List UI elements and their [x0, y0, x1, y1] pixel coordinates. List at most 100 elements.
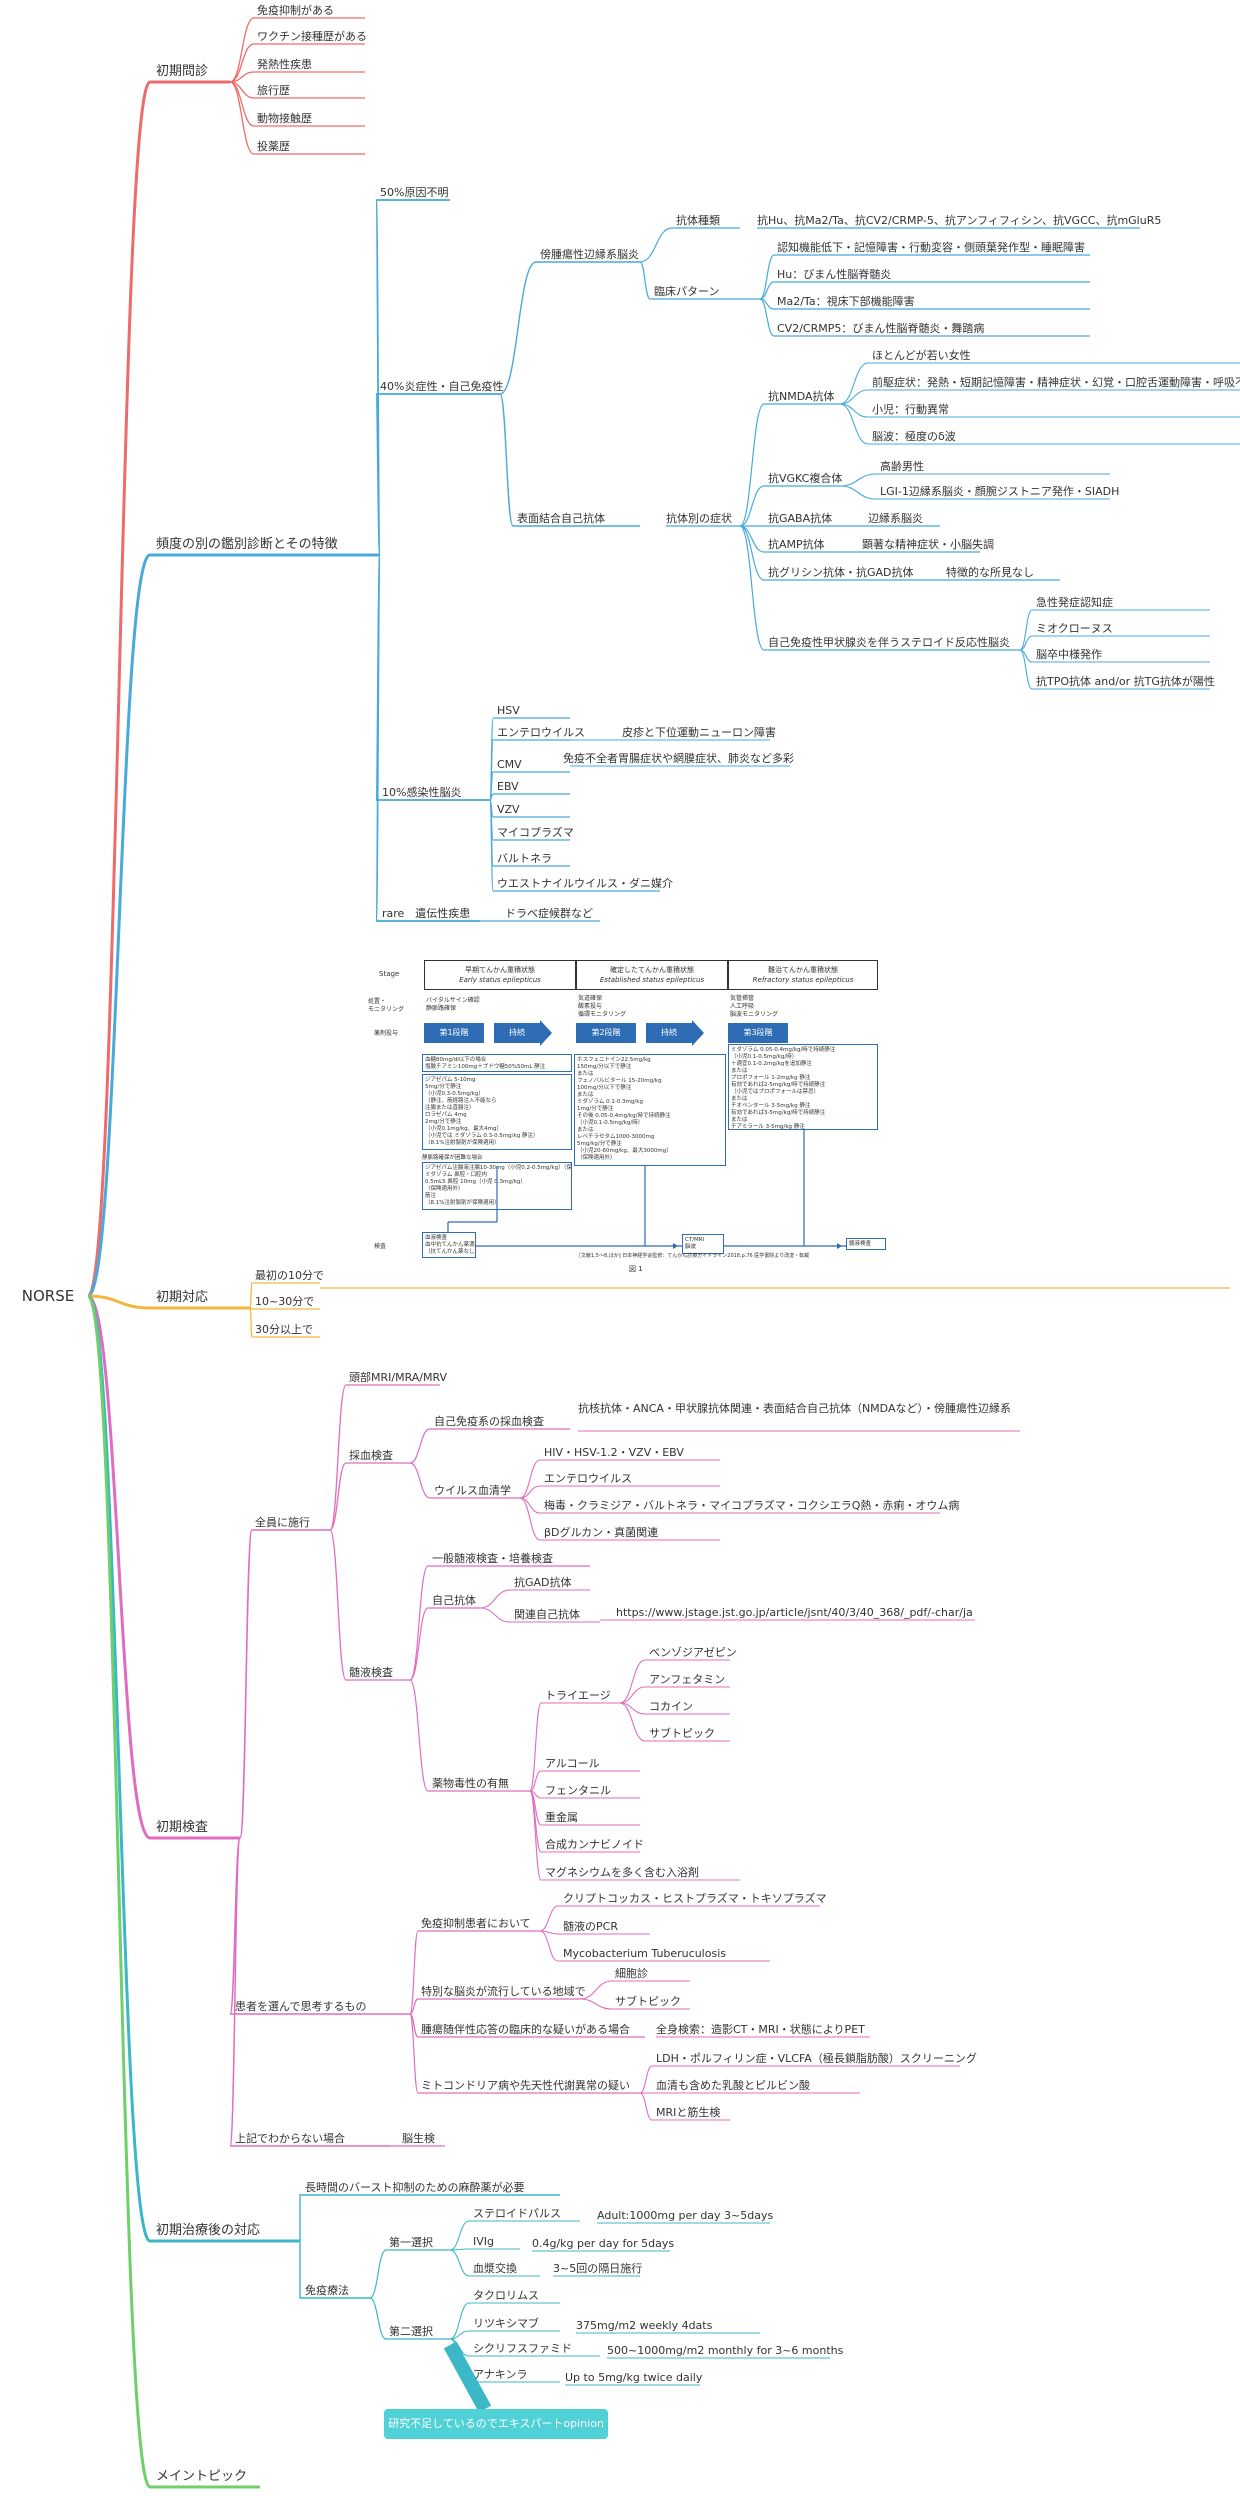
- node-40-inflammatory[interactable]: 40%炎症性・自己免疫性: [380, 380, 504, 393]
- node-related-antibody[interactable]: 関連自己抗体: [514, 1608, 580, 1621]
- virus-item[interactable]: HIV・HSV-1.2・VZV・EBV: [544, 1446, 684, 1459]
- vgkc-item[interactable]: 高齢男性: [880, 460, 924, 473]
- node-symptoms-by-antibody[interactable]: 抗体別の症状: [666, 512, 732, 525]
- triage-item[interactable]: アンフェタミン: [649, 1673, 726, 1686]
- history-item[interactable]: 投薬歴: [257, 140, 290, 153]
- first-line-drug[interactable]: 血漿交換: [473, 2262, 517, 2275]
- gaba-item[interactable]: 辺縁系脳炎: [868, 512, 923, 525]
- pattern-item[interactable]: Ma2/Ta：視床下部機能障害: [777, 295, 915, 308]
- related-url-link[interactable]: https://www.jstage.jst.go.jp/article/jsn…: [616, 1606, 973, 1619]
- second-line-drug[interactable]: アナキンラ: [473, 2368, 528, 2381]
- virus-item[interactable]: βDグルカン・真菌関連: [544, 1526, 659, 1539]
- pattern-item[interactable]: 認知機能低下・記憶障害・行動変容・側頭葉発作型・睡眠障害: [777, 241, 1085, 254]
- endemic-item[interactable]: 細胞診: [615, 1967, 648, 1980]
- vgkc-item[interactable]: LGI-1辺縁系脳炎・顔腕ジストニア発作・SIADH: [880, 485, 1120, 498]
- virus-item[interactable]: 梅毒・クラミジア・バルトネラ・マイコプラズマ・コクシエラQ熱・赤痢・オウム病: [544, 1499, 960, 1512]
- node-antibody-type[interactable]: 抗体種類: [676, 214, 720, 227]
- first-line-dose[interactable]: Adult:1000mg per day 3~5days: [597, 2209, 774, 2222]
- node-ampa[interactable]: 抗AMP抗体: [768, 538, 825, 551]
- node-clinical-pattern[interactable]: 臨床パターン: [654, 285, 720, 298]
- node-drug-toxicity[interactable]: 薬物毒性の有無: [432, 1777, 509, 1790]
- node-first-line[interactable]: 第一選択: [389, 2236, 433, 2249]
- second-line-drug[interactable]: リツキシマブ: [473, 2317, 539, 2330]
- biopsy-item[interactable]: 脳生検: [402, 2132, 435, 2145]
- infection-item[interactable]: ウエストナイルウイルス・ダニ媒介: [497, 877, 673, 890]
- immuno-item[interactable]: 髄液のPCR: [563, 1920, 618, 1933]
- autoimmune-blood-item[interactable]: 抗核抗体・ANCA・甲状腺抗体関連・表面結合自己抗体（NMDAなど）・傍腫瘍性辺…: [578, 1402, 1011, 1415]
- history-item[interactable]: 発熱性疾患: [257, 58, 312, 71]
- node-selected-patients[interactable]: 患者を選んで思考するもの: [235, 2000, 367, 2013]
- expert-opinion-badge[interactable]: 研究不足しているのでエキスパートopinion: [384, 2409, 608, 2439]
- infection-item[interactable]: EBV: [497, 780, 519, 793]
- node-50-unknown[interactable]: 50%原因不明: [380, 186, 449, 199]
- node-gaba[interactable]: 抗GABA抗体: [768, 512, 833, 525]
- response-item[interactable]: 10~30分で: [255, 1295, 315, 1308]
- triage-item[interactable]: コカイン: [649, 1700, 693, 1713]
- triage-item[interactable]: ベンゾジアゼピン: [649, 1646, 737, 1659]
- pattern-item[interactable]: Hu：びまん性脳脊髄炎: [777, 268, 892, 281]
- node-nmda[interactable]: 抗NMDA抗体: [768, 390, 835, 403]
- node-csf-autoantibody[interactable]: 自己抗体: [432, 1594, 476, 1607]
- virus-item[interactable]: エンテロウイルス: [544, 1472, 632, 1485]
- tox-item[interactable]: 重金属: [545, 1811, 578, 1824]
- node-virus-serology[interactable]: ウイルス血清学: [434, 1484, 511, 1497]
- paraneoplastic-item[interactable]: 全身検索：造影CT・MRI・状態によりPET: [656, 2023, 865, 2036]
- infection-item[interactable]: エンテロウイルス: [497, 726, 585, 739]
- glycine-item[interactable]: 特徴的な所見なし: [946, 566, 1034, 579]
- tox-item[interactable]: アルコール: [545, 1757, 600, 1770]
- second-line-dose[interactable]: 500~1000mg/m2 monthly for 3~6 months: [607, 2344, 844, 2357]
- first-line-drug[interactable]: ステロイドパルス: [473, 2207, 561, 2220]
- branch-initial-history[interactable]: 初期問診: [156, 64, 209, 79]
- endemic-item[interactable]: サブトピック: [615, 1995, 681, 2008]
- csf-general[interactable]: 一般髄液検査・培養検査: [432, 1552, 553, 1565]
- pattern-item[interactable]: CV2/CRMP5：びまん性脳脊髄炎・舞踏病: [777, 322, 985, 335]
- node-second-line[interactable]: 第二選択: [389, 2325, 433, 2338]
- node-mitochondrial[interactable]: ミトコンドリア病や先天性代謝異常の疑い: [421, 2079, 630, 2092]
- node-triage[interactable]: トライエージ: [545, 1689, 611, 1702]
- mito-item[interactable]: LDH・ポルフィリン症・VLCFA（極長鎖脂肪酸）スクリーニング: [656, 2052, 977, 2065]
- history-item[interactable]: 旅行歴: [257, 84, 290, 97]
- immuno-item[interactable]: Mycobacterium Tuberuculosis: [563, 1947, 726, 1960]
- node-if-unknown[interactable]: 上記でわからない場合: [235, 2132, 345, 2145]
- infection-item[interactable]: バルトネラ: [497, 852, 552, 865]
- ampa-item[interactable]: 顕著な精神症状・小脳失調: [862, 538, 994, 551]
- node-paraneoplastic[interactable]: 傍腫瘍性辺縁系脳炎: [540, 248, 639, 261]
- node-autoimmune-blood[interactable]: 自己免疫系の採血検査: [434, 1415, 544, 1428]
- steroid-item[interactable]: ミオクローヌス: [1036, 622, 1113, 635]
- mito-item[interactable]: 血清も含めた乳酸とピルビン酸: [656, 2079, 810, 2092]
- node-glycine[interactable]: 抗グリシン抗体・抗GAD抗体: [768, 566, 914, 579]
- node-paraneoplastic-suspicion[interactable]: 腫瘍随伴性応答の臨床的な疑いがある場合: [421, 2023, 630, 2036]
- mito-item[interactable]: MRIと筋生検: [656, 2106, 721, 2119]
- steroid-item[interactable]: 急性発症認知症: [1036, 596, 1113, 609]
- nmda-item[interactable]: ほとんどが若い女性: [872, 349, 971, 362]
- nmda-item[interactable]: 小児：行動異常: [872, 403, 949, 416]
- nmda-item[interactable]: 脳波：極度のδ波: [872, 430, 956, 443]
- triage-item[interactable]: サブトピック: [649, 1727, 715, 1740]
- node-immunosuppressed[interactable]: 免疫抑制患者において: [421, 1917, 531, 1930]
- second-line-dose[interactable]: 375mg/m2 weekly 4dats: [576, 2319, 713, 2332]
- history-item[interactable]: 免疫抑制がある: [257, 4, 334, 17]
- node-csf[interactable]: 髄液検査: [349, 1666, 393, 1679]
- node-rare[interactable]: rare 遺伝性疾患: [382, 907, 471, 920]
- history-item[interactable]: ワクチン接種歴がある: [257, 30, 367, 43]
- node-vgkc[interactable]: 抗VGKC複合体: [768, 472, 843, 485]
- node-antibody-list[interactable]: 抗Hu、抗Ma2/Ta、抗CV2/CRMP-5、抗アンフィフィシン、抗VGCC、…: [757, 214, 1162, 227]
- branch-initial-response[interactable]: 初期対応: [156, 1290, 209, 1305]
- node-blood-tests[interactable]: 採血検査: [349, 1449, 393, 1462]
- second-line-drug[interactable]: タクロリムス: [473, 2289, 539, 2302]
- tox-item[interactable]: マグネシウムを多く含む入浴剤: [545, 1866, 699, 1879]
- node-steroid-responsive[interactable]: 自己免疫性甲状腺炎を伴うステロイド反応性脳炎: [768, 636, 1010, 649]
- node-endemic-area[interactable]: 特別な脳炎が流行している地域で: [421, 1985, 586, 1998]
- branch-initial-tests[interactable]: 初期検査: [156, 1820, 209, 1835]
- node-burst-suppression[interactable]: 長時間のバースト抑制のための麻酔薬が必要: [305, 2181, 525, 2194]
- steroid-item[interactable]: 脳卒中様発作: [1036, 648, 1102, 661]
- node-all-patients[interactable]: 全員に施行: [255, 1516, 310, 1529]
- infection-note[interactable]: 免疫不全者胃腸症状や網膜症状、肺炎など多彩: [563, 752, 794, 765]
- infection-item[interactable]: CMV: [497, 758, 522, 771]
- node-immunotherapy[interactable]: 免疫療法: [305, 2284, 349, 2297]
- node-10-infectious[interactable]: 10%感染性脳炎: [382, 786, 462, 799]
- second-line-dose[interactable]: Up to 5mg/kg twice daily: [565, 2371, 703, 2384]
- tox-item[interactable]: フェンタニル: [545, 1784, 611, 1797]
- steroid-item[interactable]: 抗TPO抗体 and/or 抗TG抗体が陽性: [1036, 675, 1215, 688]
- first-line-drug[interactable]: IVIg: [473, 2235, 494, 2248]
